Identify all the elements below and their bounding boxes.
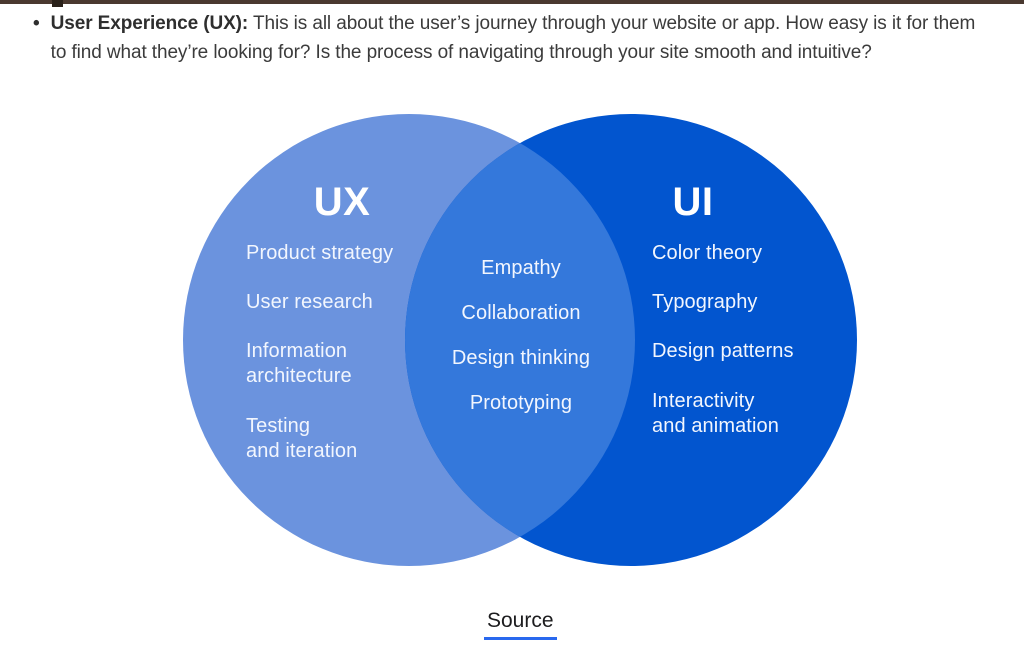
overlap-item-prototyping: Prototyping bbox=[469, 392, 573, 414]
ui-item-color-theory: Color theory bbox=[652, 242, 763, 264]
ux-item-information-architecture: Information architecture bbox=[246, 340, 352, 387]
overlap-item-empathy: Empathy bbox=[481, 257, 561, 279]
ux-item-product-strategy: Product strategy bbox=[246, 242, 394, 264]
source-link[interactable]: Source bbox=[484, 609, 557, 640]
intro-body-text: This is all about the user’s journey thr… bbox=[50, 13, 976, 63]
intro-text: User Experience (UX): This is all about … bbox=[51, 9, 990, 67]
ui-item-typography: Typography bbox=[652, 291, 758, 313]
ux-item-user-research: User research bbox=[246, 291, 373, 313]
top-bar-notch bbox=[52, 0, 63, 7]
ui-item-interactivity-animation: Interactivity and animation bbox=[652, 390, 779, 437]
intro-bullet-paragraph: • User Experience (UX): This is all abou… bbox=[33, 9, 990, 67]
top-border-bar bbox=[0, 0, 1024, 7]
overlap-item-design-thinking: Design thinking bbox=[451, 347, 591, 369]
overlap-lens bbox=[405, 114, 635, 566]
intro-lead-bold: User Experience (UX): bbox=[50, 13, 249, 34]
bullet-dot: • bbox=[33, 13, 40, 34]
ui-circle-title: UI bbox=[672, 180, 714, 224]
overlap-item-collaboration: Collaboration bbox=[461, 302, 581, 324]
ux-circle-title: UX bbox=[313, 180, 371, 224]
ui-item-design-patterns: Design patterns bbox=[652, 340, 794, 362]
ux-item-testing-iteration: Testing and iteration bbox=[246, 415, 358, 462]
